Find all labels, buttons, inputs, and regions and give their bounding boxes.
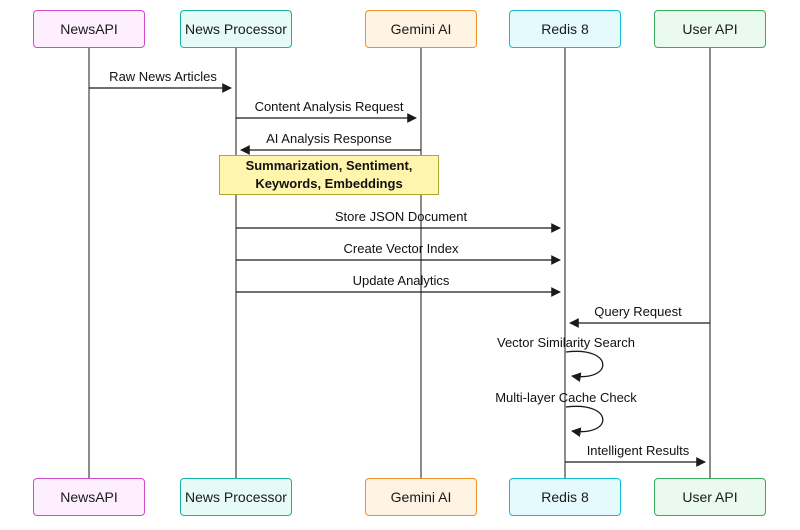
participant-gemini-ai-top: Gemini AI: [365, 10, 477, 48]
participant-news-processor-top: News Processor: [180, 10, 292, 48]
message-label-multilayer-cache-check: Multi-layer Cache Check: [495, 390, 637, 405]
participant-newsapi-bottom: NewsAPI: [33, 478, 145, 516]
selfloop-multilayer-cache-check: [565, 405, 604, 438]
participant-user-api-top: User API: [654, 10, 766, 48]
message-label-vector-similarity-search: Vector Similarity Search: [497, 335, 635, 350]
participant-news-processor-bottom: News Processor: [180, 478, 292, 516]
note-box: Summarization, Sentiment, Keywords, Embe…: [219, 155, 439, 195]
message-label-update-analytics: Update Analytics: [352, 273, 450, 288]
message-label-intelligent-results: Intelligent Results: [586, 443, 690, 458]
message-label-store-json-document: Store JSON Document: [334, 209, 468, 224]
participant-redis-8-bottom: Redis 8: [509, 478, 621, 516]
message-label-raw-news-articles: Raw News Articles: [109, 69, 217, 84]
participant-gemini-ai-bottom: Gemini AI: [365, 478, 477, 516]
message-label-content-analysis-request: Content Analysis Request: [254, 99, 404, 114]
message-label-ai-analysis-response: AI Analysis Response: [266, 131, 392, 146]
participant-user-api-bottom: User API: [654, 478, 766, 516]
message-label-query-request: Query Request: [594, 304, 682, 319]
message-label-create-vector-index: Create Vector Index: [343, 241, 459, 256]
participant-newsapi-top: NewsAPI: [33, 10, 145, 48]
participant-redis-8-top: Redis 8: [509, 10, 621, 48]
selfloop-vector-similarity-search: [565, 350, 604, 383]
